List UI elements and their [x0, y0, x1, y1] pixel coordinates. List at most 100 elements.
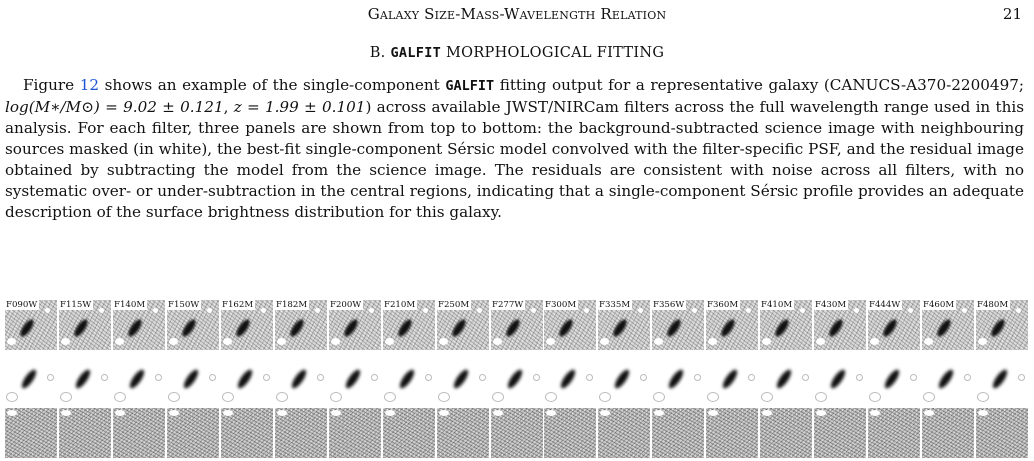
source-mask	[908, 308, 913, 313]
filter-column-f444w: F444W	[868, 300, 920, 458]
source-mask	[870, 338, 879, 345]
body-paragraph: Figure 12 shows an example of the single…	[5, 75, 1024, 223]
filter-column-f250m: F250M	[437, 300, 489, 458]
source-mask	[115, 338, 124, 345]
page-number: 21	[1002, 5, 1022, 23]
filter-label: F360M	[706, 300, 741, 310]
science-image: F150W	[167, 300, 219, 350]
galaxy-model	[235, 367, 255, 391]
galaxy-model	[343, 367, 363, 391]
galaxy-blob	[988, 317, 1008, 339]
galaxy-blob	[934, 317, 954, 339]
science-image: F335M	[598, 300, 650, 350]
mask-outline	[168, 392, 180, 402]
filter-column-f430m: F430M	[814, 300, 866, 458]
filter-label: F335M	[598, 300, 633, 310]
filter-label: F430M	[814, 300, 849, 310]
source-mask	[816, 410, 826, 416]
mask-outline	[640, 374, 647, 381]
mask-outline	[60, 392, 72, 402]
mask-outline	[599, 392, 611, 402]
galaxy-blob	[556, 317, 576, 339]
galaxy-model	[774, 367, 794, 391]
source-mask	[600, 410, 610, 416]
residual-image	[868, 408, 920, 458]
model-image	[383, 354, 435, 404]
residual-image	[113, 408, 165, 458]
filter-column-f140m: F140M	[113, 300, 165, 458]
galaxy-blob	[772, 317, 792, 339]
residual-image	[329, 408, 381, 458]
science-image: F140M	[113, 300, 165, 350]
residual-image	[922, 408, 974, 458]
source-mask	[584, 308, 589, 313]
source-mask	[331, 338, 340, 345]
galaxy-model	[828, 367, 848, 391]
source-mask	[169, 410, 179, 416]
source-mask	[207, 308, 212, 313]
mask-outline	[101, 374, 108, 381]
galaxy-blob	[880, 317, 900, 339]
running-title: Galaxy Size-Mass-Wavelength Relation	[367, 5, 667, 23]
galaxy-model	[127, 367, 147, 391]
mask-outline	[155, 374, 162, 381]
filter-label: F250M	[437, 300, 472, 310]
source-mask	[816, 338, 825, 345]
residual-image	[221, 408, 273, 458]
galaxy-blob	[503, 317, 523, 339]
mask-outline	[856, 374, 863, 381]
source-mask	[654, 410, 664, 416]
model-image	[652, 354, 704, 404]
model-image	[167, 354, 219, 404]
galaxy-model	[612, 367, 632, 391]
mask-outline	[977, 392, 989, 402]
source-mask	[99, 308, 104, 313]
mask-outline	[802, 374, 809, 381]
model-image	[221, 354, 273, 404]
section-title: MORPHOLOGICAL FITTING	[446, 45, 665, 61]
residual-image	[5, 408, 57, 458]
source-mask	[169, 338, 178, 345]
model-image	[113, 354, 165, 404]
source-mask	[7, 410, 17, 416]
source-mask	[493, 338, 502, 345]
mask-outline	[371, 374, 378, 381]
galaxy-blob	[449, 317, 469, 339]
filter-column-f360m: F360M	[706, 300, 758, 458]
model-image	[814, 354, 866, 404]
source-mask	[800, 308, 805, 313]
residual-image	[976, 408, 1028, 458]
source-mask	[638, 308, 643, 313]
residual-image	[706, 408, 758, 458]
model-image	[437, 354, 489, 404]
galaxy-blob	[287, 317, 307, 339]
filter-column-f150w: F150W	[167, 300, 219, 458]
source-mask	[261, 308, 266, 313]
science-image: F444W	[868, 300, 920, 350]
galaxy-blob	[179, 317, 199, 339]
mask-outline	[815, 392, 827, 402]
mask-outline	[761, 392, 773, 402]
galaxy-blob	[826, 317, 846, 339]
mask-outline	[964, 374, 971, 381]
residual-image	[167, 408, 219, 458]
science-image: F277W	[491, 300, 543, 350]
galaxy-blob	[341, 317, 361, 339]
model-image	[706, 354, 758, 404]
source-mask	[153, 308, 158, 313]
filter-column-f480m: F480M	[976, 300, 1028, 458]
galaxy-model	[558, 367, 578, 391]
math-stellar-mass: log(M∗/M⊙) = 9.02 ± 0.121	[5, 98, 224, 116]
figure-reference-link[interactable]: 12	[79, 76, 100, 94]
source-mask	[277, 410, 287, 416]
mask-outline	[545, 392, 557, 402]
filter-label: F210M	[383, 300, 418, 310]
source-mask	[369, 308, 374, 313]
science-image: F210M	[383, 300, 435, 350]
mask-outline	[533, 374, 540, 381]
residual-image	[544, 408, 596, 458]
science-image: F480M	[976, 300, 1028, 350]
model-image	[275, 354, 327, 404]
filter-column-f182m: F182M	[275, 300, 327, 458]
source-mask	[531, 308, 536, 313]
